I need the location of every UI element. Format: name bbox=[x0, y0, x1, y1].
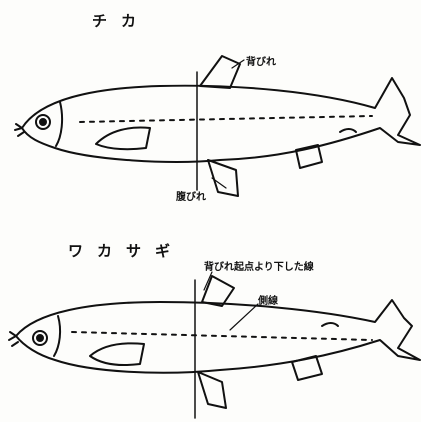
bottom-fish-adipose-fin bbox=[322, 323, 338, 326]
pelvic-fin-label: 腹びれ bbox=[176, 188, 206, 203]
lateral-line-label: 側線 bbox=[258, 292, 278, 307]
bottom-fish-lateral-line bbox=[72, 332, 372, 340]
bottom-fish-pupil bbox=[37, 335, 43, 341]
top-fish-dorsal-fin bbox=[200, 56, 240, 88]
top-fish-gill bbox=[56, 102, 62, 146]
bottom-fish-pelvic-fin bbox=[198, 372, 226, 408]
top-fish-pelvic-leader bbox=[212, 178, 226, 188]
bottom-fish-dorsal-fin bbox=[202, 276, 234, 306]
dorsal-origin-line-label: 背びれ起点より下した線 bbox=[204, 258, 314, 273]
top-fish-pupil bbox=[40, 119, 46, 125]
bottom-fish-body bbox=[16, 300, 420, 373]
top-fish-name: チカ bbox=[92, 10, 150, 31]
bottom-fish bbox=[9, 272, 420, 418]
bottom-fish-name: ワカサギ bbox=[68, 240, 184, 261]
top-fish bbox=[15, 56, 420, 196]
top-fish-lateral-line bbox=[80, 116, 372, 122]
dorsal-fin-label: 背びれ bbox=[246, 53, 276, 68]
top-fish-adipose-fin bbox=[340, 129, 356, 132]
bottom-fish-lateral-leader bbox=[230, 304, 258, 330]
top-fish-pectoral-fin bbox=[96, 128, 150, 150]
bottom-fish-gill bbox=[54, 316, 60, 356]
bottom-fish-pectoral-fin bbox=[90, 343, 144, 365]
